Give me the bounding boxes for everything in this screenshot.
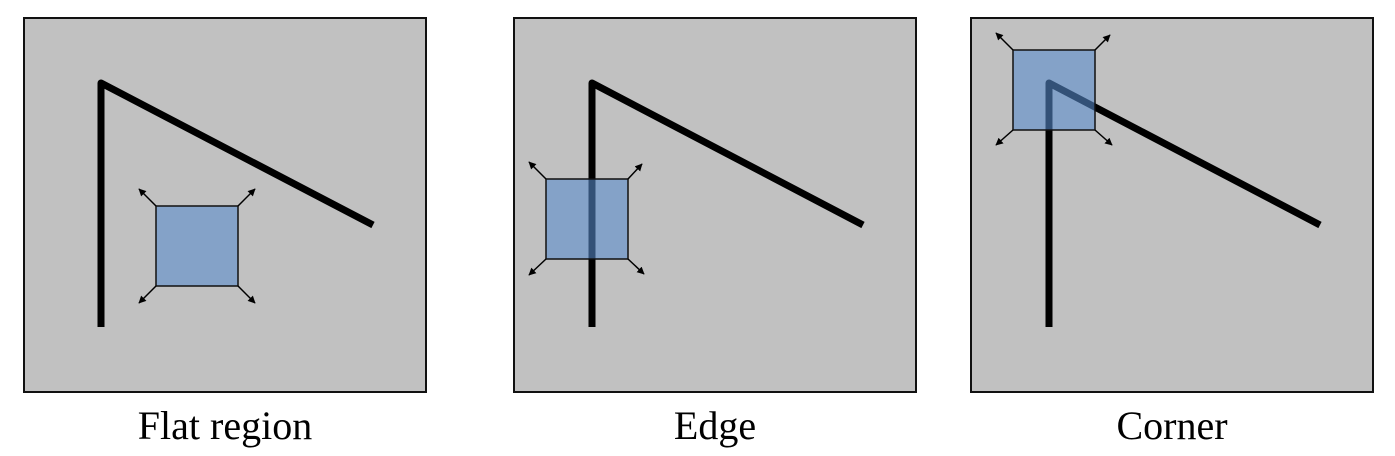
caption-corner: Corner [1116, 403, 1228, 448]
sliding-window [155, 205, 239, 287]
sliding-window [545, 178, 629, 260]
shift-arrow-icon [237, 285, 256, 304]
shift-arrow-icon [1094, 129, 1113, 146]
panel-corner [970, 17, 1374, 393]
shift-arrow-icon [528, 258, 547, 276]
corner-shape-line [97, 79, 375, 327]
shift-arrow-icon [995, 32, 1014, 51]
shift-arrow-icon [138, 285, 157, 304]
shift-arrow-icon [138, 188, 157, 207]
shift-arrows [528, 161, 645, 276]
shift-arrow-icon [1094, 34, 1111, 51]
shift-arrow-icon [528, 161, 547, 180]
shift-arrows [995, 32, 1113, 146]
sliding-window [1012, 49, 1096, 131]
shift-arrow-icon [237, 188, 256, 207]
shift-arrow-icon [995, 129, 1014, 146]
caption-edge: Edge [673, 403, 757, 448]
caption-flat-region: Flat region [137, 403, 313, 448]
panel-background [23, 17, 427, 393]
panel-flat-region [23, 17, 427, 393]
shift-arrow-icon [627, 163, 643, 180]
shift-arrow-icon [627, 258, 645, 275]
panel-edge [513, 17, 917, 393]
shift-arrows [138, 188, 256, 304]
